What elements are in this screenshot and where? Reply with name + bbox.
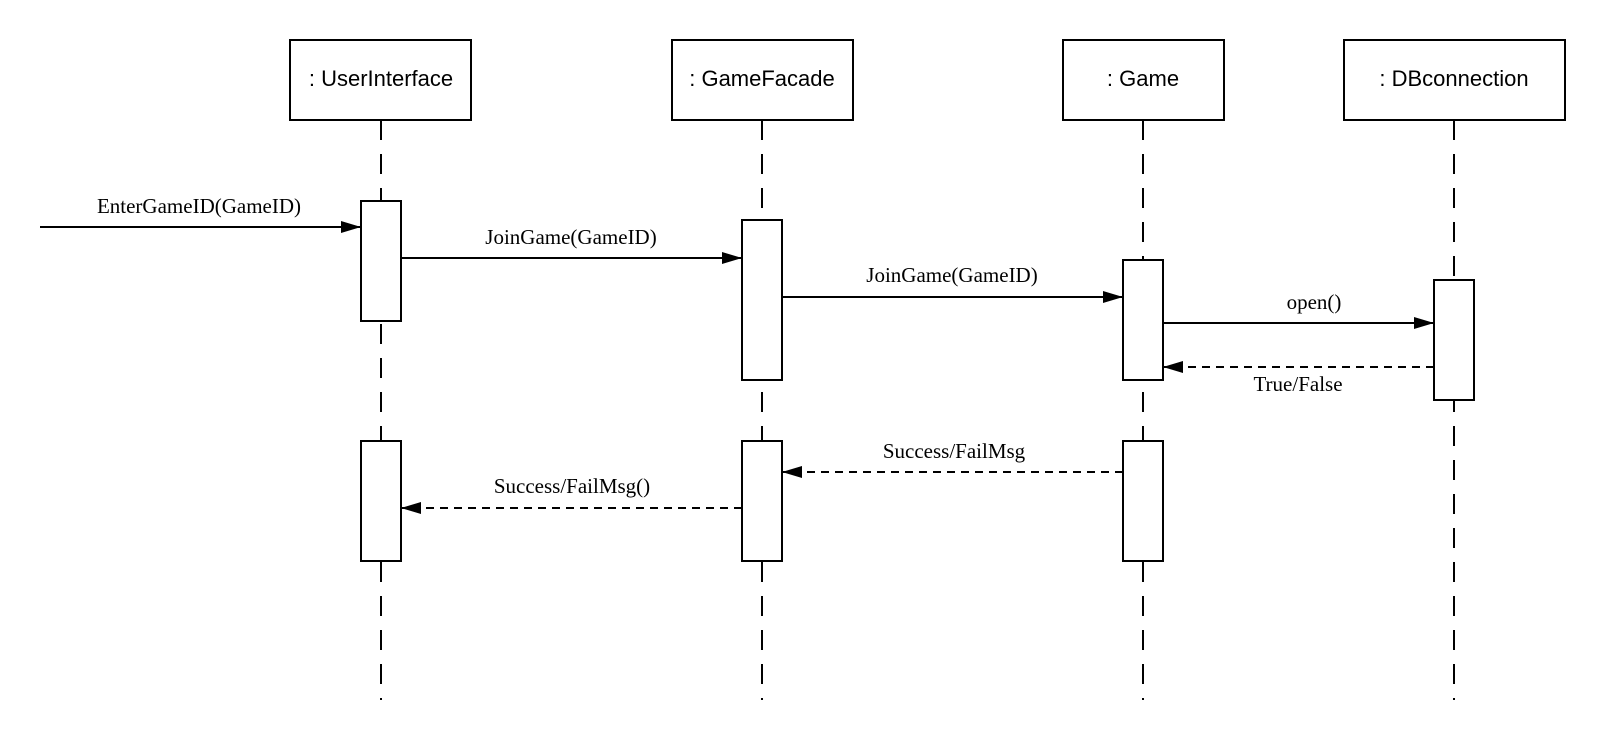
message-label: Success/FailMsg (883, 439, 1026, 463)
message-label: JoinGame(GameID) (485, 225, 656, 249)
participant-dbconnection: : DBconnection (1343, 39, 1566, 121)
message-enter-game-id: EnterGameID(GameID) (40, 194, 361, 233)
participant-label: : Game (1107, 66, 1179, 91)
participant-box (1062, 39, 1225, 121)
participant-label: : DBconnection (1379, 66, 1528, 91)
activation-bar-gamefacade (741, 440, 783, 562)
participant-label: : UserInterface (309, 66, 453, 91)
message-true-false: True/False (1163, 361, 1434, 396)
message-success-failmsg: Success/FailMsg (782, 439, 1123, 478)
participant-game: : Game (1062, 39, 1225, 121)
message-join-game-facade: JoinGame(GameID) (401, 225, 742, 264)
participant-userinterface: : UserInterface (289, 39, 472, 121)
activation-bar-game (1122, 440, 1164, 562)
participant-box (671, 39, 854, 121)
message-label: True/False (1253, 372, 1342, 396)
message-label: EnterGameID(GameID) (97, 194, 301, 218)
message-join-game-game: JoinGame(GameID) (782, 263, 1123, 303)
participant-box (1343, 39, 1566, 121)
message-open: open() (1163, 290, 1434, 329)
message-label: JoinGame(GameID) (866, 263, 1037, 287)
activation-bar-game (1122, 259, 1164, 381)
participant-box (289, 39, 472, 121)
activation-bar-gamefacade (741, 219, 783, 381)
activation-bar-userinterface (360, 200, 402, 322)
participant-label: : GameFacade (689, 66, 835, 91)
activation-bar-userinterface (360, 440, 402, 562)
message-label: open() (1287, 290, 1342, 314)
message-label: Success/FailMsg() (494, 474, 650, 498)
participant-gamefacade: : GameFacade (671, 39, 854, 121)
activation-bar-dbconnection (1433, 279, 1475, 401)
message-success-failmsg-call: Success/FailMsg() (401, 474, 742, 514)
